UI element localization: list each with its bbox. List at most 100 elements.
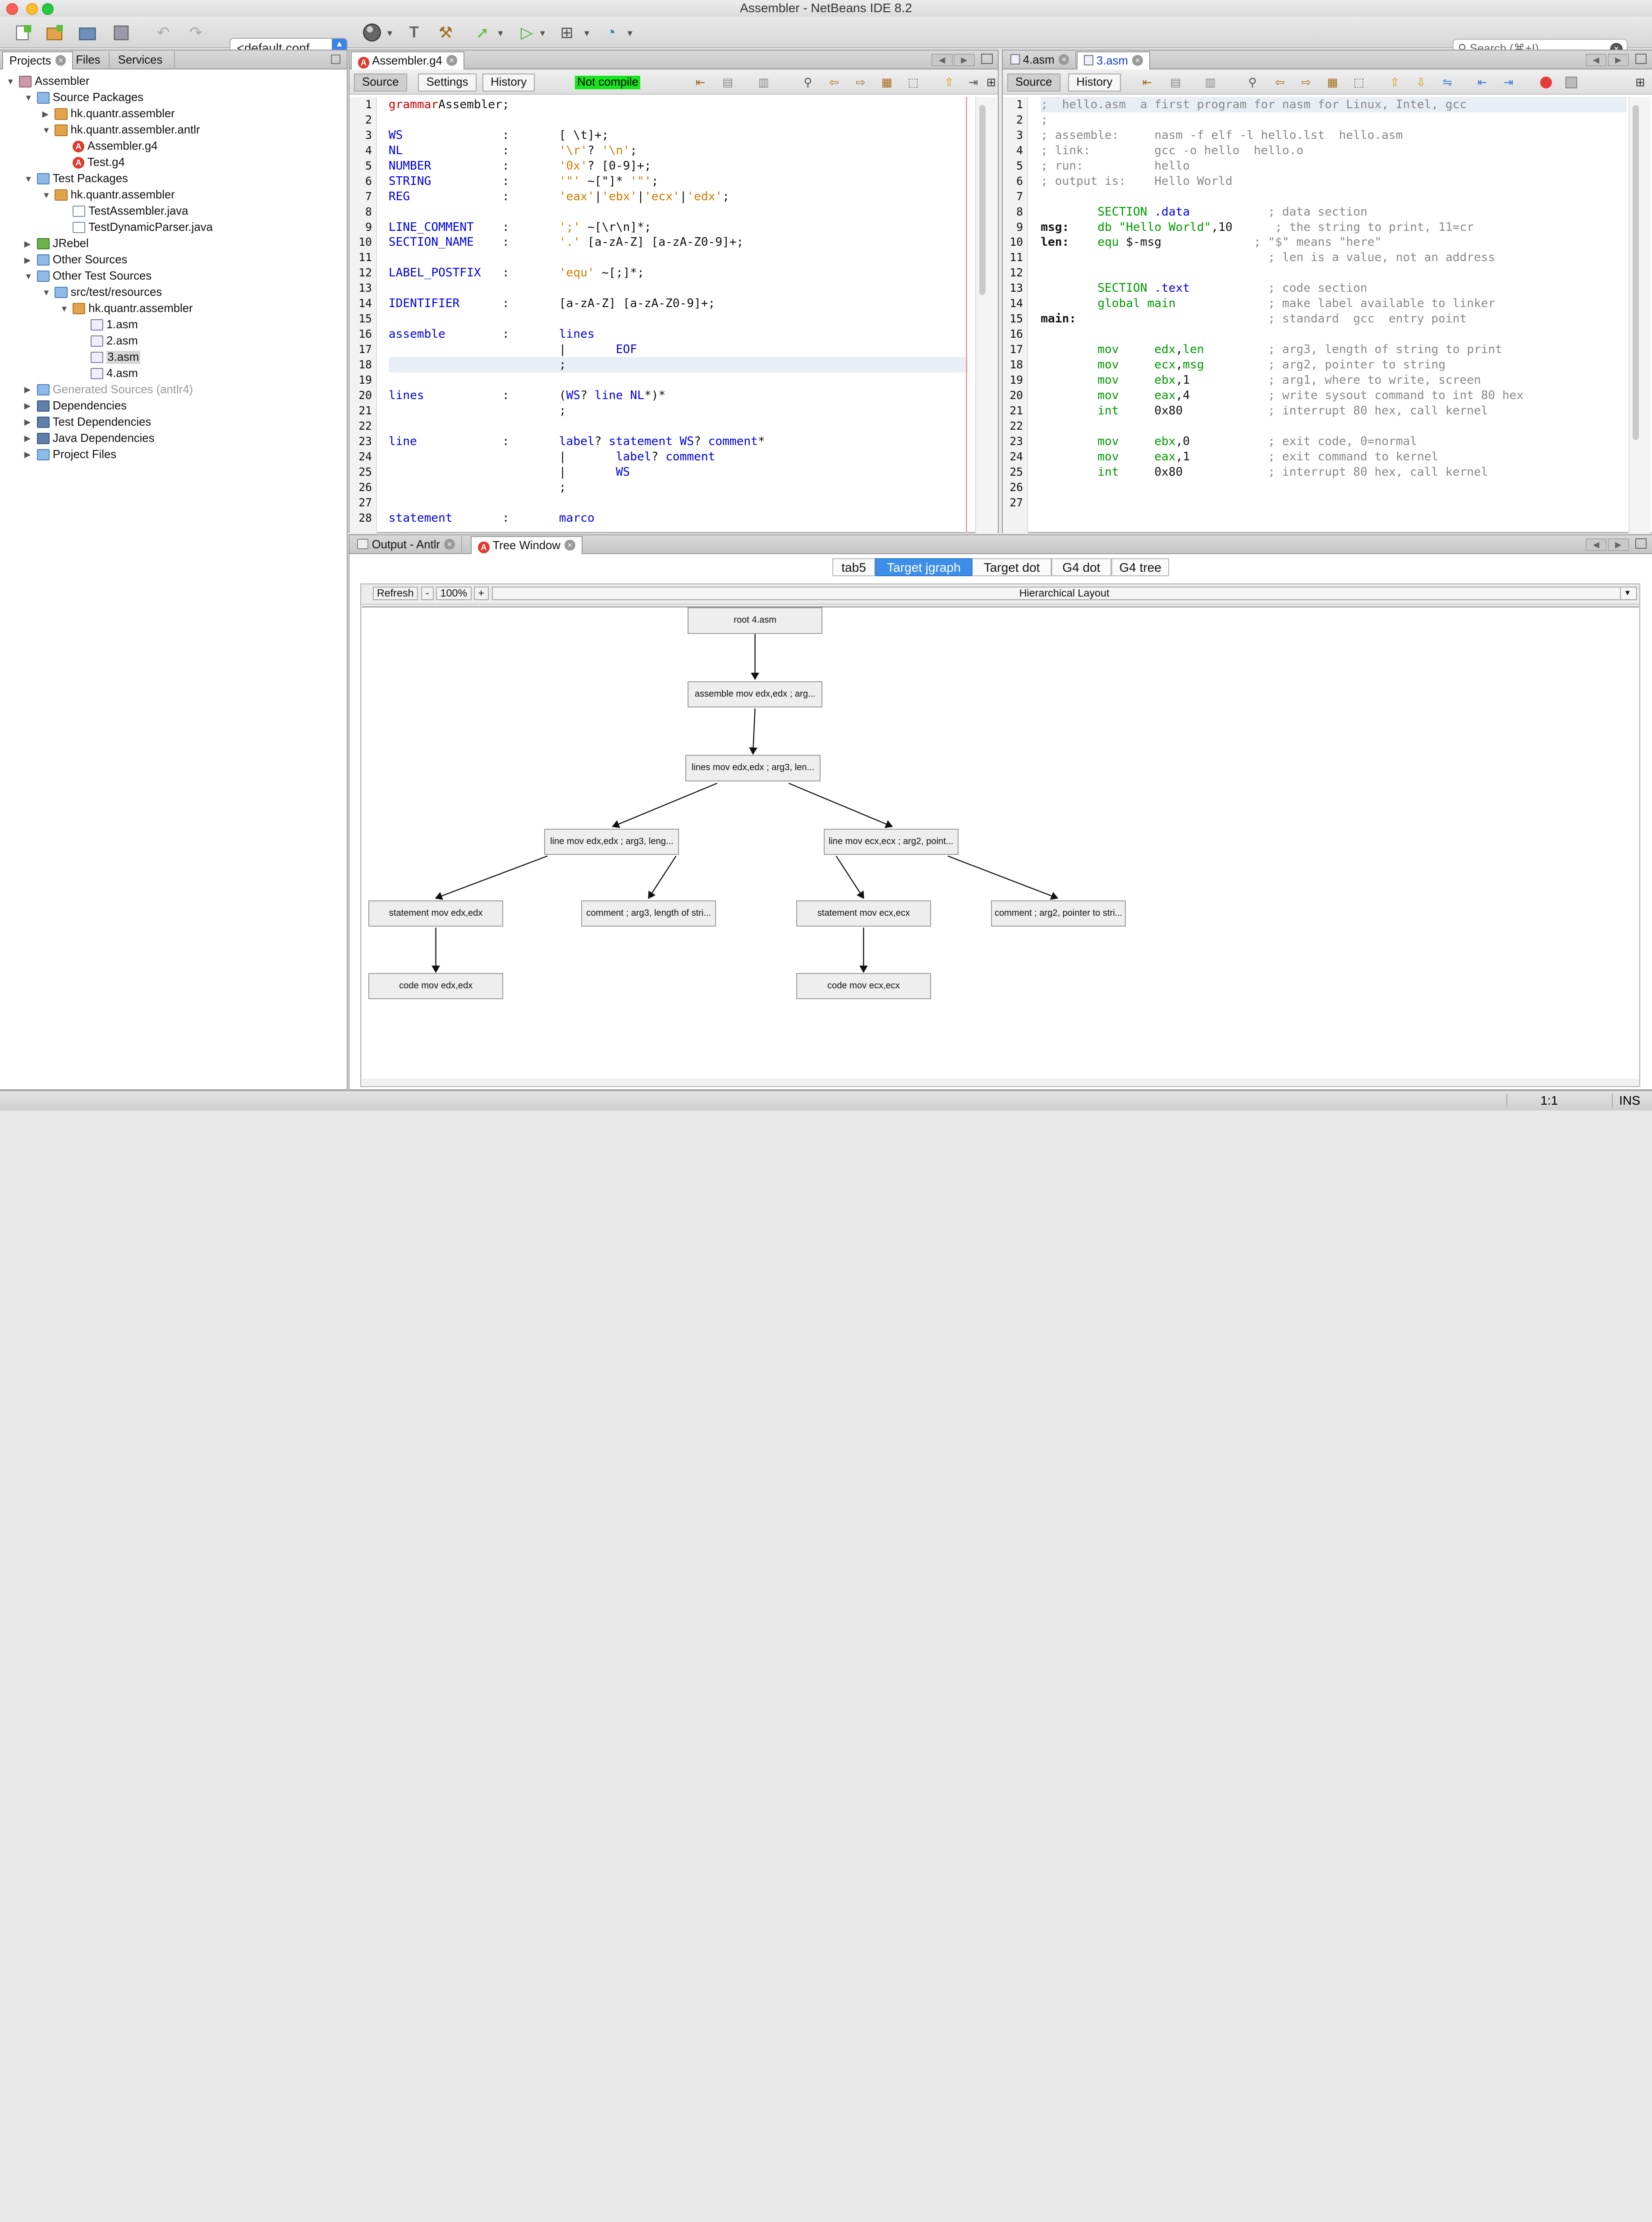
last-edit-icon[interactable]: ▥ [1205,76,1216,89]
tab5-segment[interactable]: tab5 [832,558,876,576]
back-icon[interactable]: ⇤ [1142,76,1152,89]
refresh-button[interactable]: Refresh [372,586,418,601]
tab-tree-window[interactable]: A Tree Window× [471,536,583,554]
expanded-toggle-icon[interactable]: ▼ [42,287,50,297]
tree-item[interactable]: TestAssembler.java [60,203,188,219]
minimize-window-button[interactable] [26,3,38,15]
grammar-code-area[interactable]: grammarAssembler; WS : [ \t]+;NL : '\r'?… [388,97,968,533]
toggle-highlight-icon[interactable]: ▦ [1327,76,1338,89]
g4-tree-segment[interactable]: G4 tree [1111,558,1170,576]
forward-icon[interactable]: ▤ [1170,76,1181,89]
tree-item[interactable]: ▶Generated Sources (antlr4) [24,382,193,398]
rectangular-select-icon[interactable]: ⬚ [908,76,919,89]
tree-item[interactable]: ▼Test Packages [24,171,128,187]
tree-item[interactable]: ▼Source Packages [24,90,143,106]
asm-code-area[interactable]: ; hello.asm a first program for nasm for… [1041,96,1627,533]
find-icon[interactable]: ⚲ [1248,76,1257,89]
layout-select[interactable]: Hierarchical Layout ▼ [491,586,1637,601]
run-icon[interactable]: ▷ [520,23,533,41]
toggle-bookmark-icon[interactable]: ⇧ [944,76,954,89]
collapsed-toggle-icon[interactable]: ▶ [24,433,31,443]
vertical-scrollbar[interactable] [975,96,998,533]
collapsed-toggle-icon[interactable]: ▶ [42,109,49,119]
hammer-icon[interactable]: T [409,23,419,41]
close-icon[interactable]: × [1132,55,1143,66]
collapsed-toggle-icon[interactable]: ▶ [24,401,31,411]
toggle-bookmark-icon[interactable]: ⇋ [1442,76,1453,89]
tree-item[interactable]: 3.asm [78,349,140,365]
source-button[interactable]: Source [1007,73,1060,92]
record-macro-icon[interactable] [1540,77,1552,88]
tree-item[interactable]: 4.asm [78,366,138,381]
split-icon[interactable]: ⊞ [1635,76,1645,89]
find-icon[interactable]: ⚲ [803,76,812,89]
tree-node-code[interactable]: code mov edx,edx [368,973,504,1000]
tree-node-lines[interactable]: lines mov edx,edx ; arg3, len... [685,755,821,781]
zoom-out-button[interactable]: - [421,586,434,601]
tab-projects[interactable]: Projects× [2,51,73,69]
chevron-down-icon[interactable]: ▼ [625,28,634,38]
expanded-toggle-icon[interactable]: ▼ [6,76,15,86]
expanded-toggle-icon[interactable]: ▼ [24,174,33,184]
collapsed-toggle-icon[interactable]: ▶ [24,450,31,459]
profile-icon[interactable]: ◔ [606,23,616,41]
tree-node-assemble[interactable]: assemble mov edx,edx ; arg... [688,681,823,708]
collapsed-toggle-icon[interactable]: ▶ [24,385,31,395]
tree-item[interactable]: 1.asm [78,317,138,333]
zoom-window-button[interactable] [42,3,54,15]
toggle-highlight-icon[interactable]: ▦ [881,76,893,89]
undo-icon[interactable]: ↶ [156,23,170,41]
find-previous-icon[interactable]: ⇦ [829,76,840,89]
tree-item[interactable]: TestDynamicParser.java [60,220,213,235]
back-icon[interactable]: ⇤ [695,76,706,89]
tree-item[interactable]: ▼hk.quantr.assembler [42,187,174,203]
tab-3-asm[interactable]: 3.asm× [1076,51,1150,69]
shift-line-icon[interactable]: ⇥ [968,76,978,89]
tab-services[interactable]: Services [112,51,175,69]
scroll-thumb[interactable] [979,105,986,295]
expanded-toggle-icon[interactable]: ▼ [24,271,33,281]
tree-node-code[interactable]: code mov ecx,ecx [796,973,931,1000]
tree-item[interactable]: ▼Other Test Sources [24,268,151,284]
forward-icon[interactable]: ▤ [722,76,734,89]
history-button[interactable]: History [482,73,535,92]
next-bookmark-icon[interactable]: ⇩ [1416,76,1426,89]
new-project-icon[interactable] [44,23,65,42]
find-next-icon[interactable]: ⇨ [1301,76,1311,89]
tab-assembler-g4[interactable]: A Assembler.g4× [350,51,464,69]
close-icon[interactable]: × [564,540,575,551]
split-icon[interactable]: ⊞ [986,76,996,89]
tree-item[interactable]: ▶Java Dependencies [24,431,155,446]
shift-right-icon[interactable]: ⇥ [1504,76,1514,89]
previous-bookmark-icon[interactable]: ⇧ [1390,76,1400,89]
tree-item[interactable]: ▶Dependencies [24,398,127,414]
close-window-button[interactable] [6,3,18,15]
tab-4-asm[interactable]: 4.asm× [1004,51,1077,69]
tree-item[interactable]: ▶Other Sources [24,252,128,268]
graph-canvas[interactable]: root 4.asm assemble mov edx,edx ; arg...… [362,606,1639,1079]
tab-scroll-buttons[interactable]: ◀▶ [932,53,975,66]
debug-icon[interactable]: ⊞ [560,23,574,41]
close-icon[interactable]: × [446,55,457,66]
close-icon[interactable]: × [444,539,455,550]
tree-node-root[interactable]: root 4.asm [688,607,823,634]
clean-build-icon[interactable]: ⚒ [438,23,453,41]
rectangular-select-icon[interactable]: ⬚ [1353,76,1365,89]
zoom-in-button[interactable]: + [473,586,489,601]
collapsed-toggle-icon[interactable]: ▶ [24,417,31,427]
expanded-toggle-icon[interactable]: ▼ [60,303,69,313]
tree-item[interactable]: ▶JRebel [24,236,89,252]
tree-item[interactable]: ▶Test Dependencies [24,414,151,430]
tree-item[interactable]: 2.asm [78,333,138,349]
tree-node-statement[interactable]: statement mov edx,edx [368,900,504,927]
maximize-icon[interactable] [1635,538,1647,549]
close-icon[interactable]: × [55,55,66,66]
tree-item[interactable]: ▶hk.quantr.assembler [42,106,174,122]
maximize-icon[interactable] [1635,53,1647,64]
stop-macro-icon[interactable] [1565,77,1577,88]
history-button[interactable]: History [1068,73,1121,92]
tree-node-comment[interactable]: comment ; arg3, length of stri... [581,900,716,927]
tree-item[interactable]: ▼hk.quantr.assembler.antlr [42,122,200,138]
